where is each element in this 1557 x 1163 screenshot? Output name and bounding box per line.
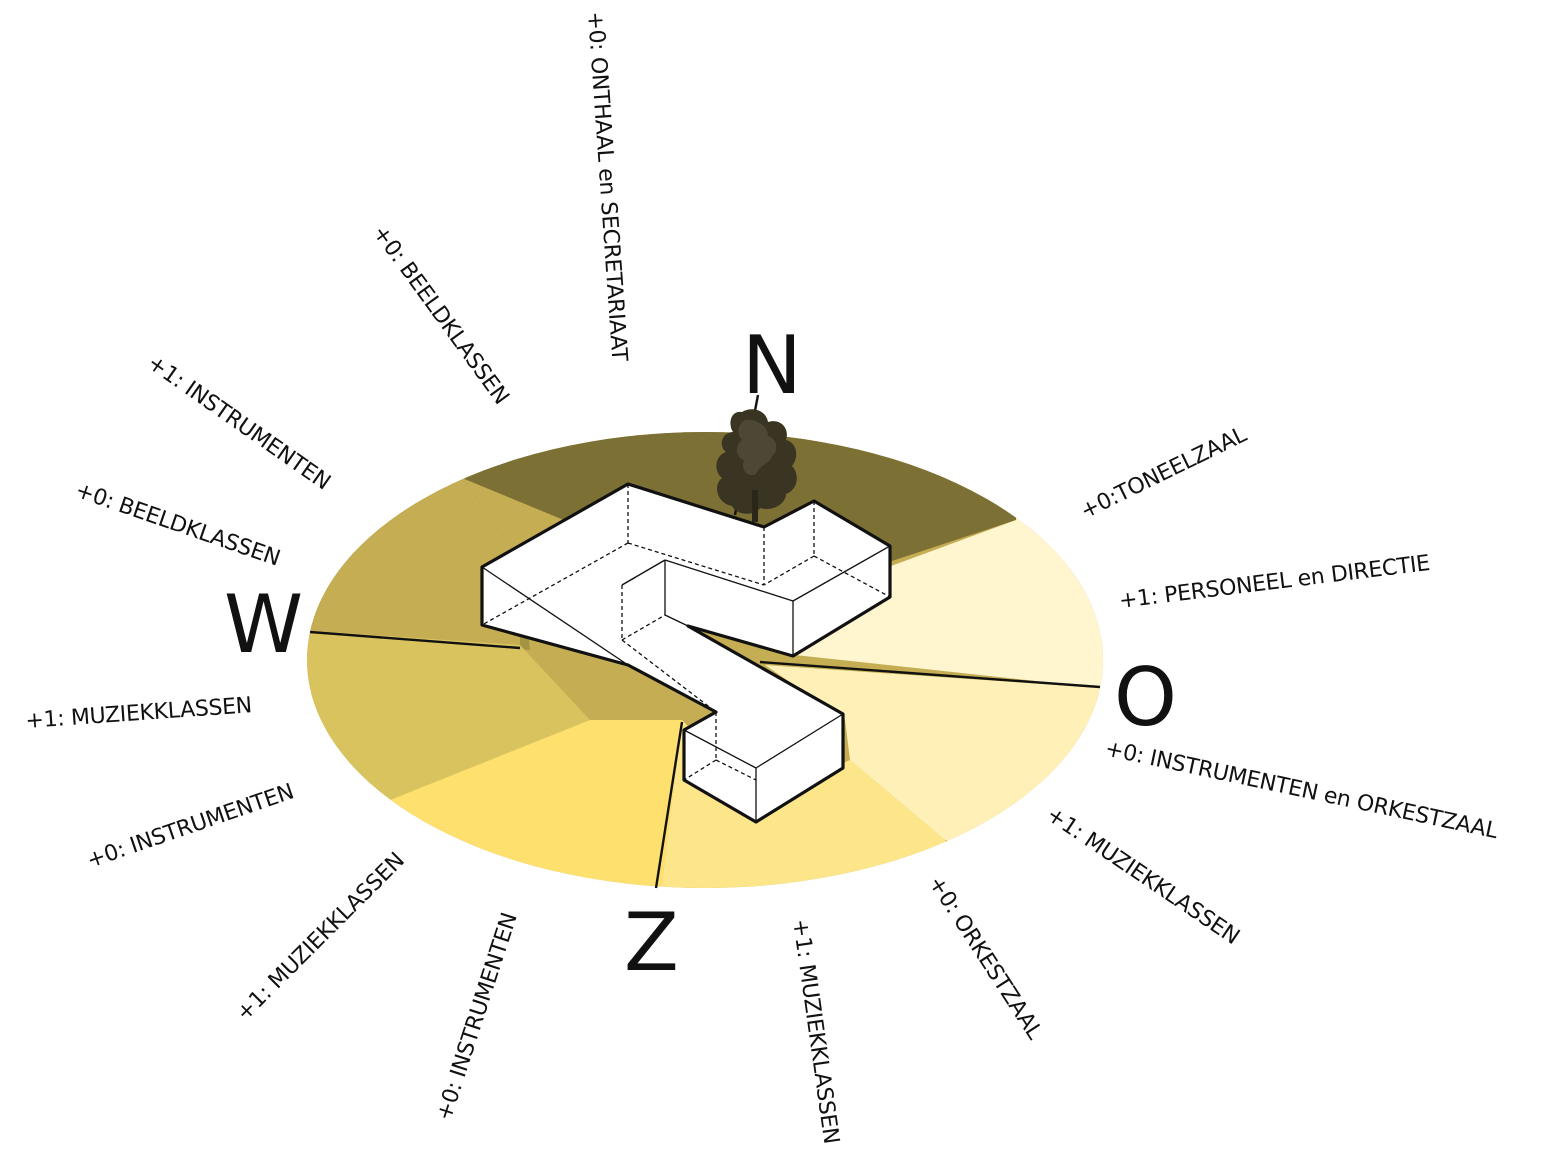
hidden-edges [481,484,891,781]
compass-letters: N O Z W [224,319,1177,989]
label-beeld-w: +0: BEELDKLASSEN [72,478,283,572]
west-line [309,630,521,650]
label-onthaal: +0: ONTHAAL en SECRETARIAAT [582,11,631,363]
label-orkest-s: +0: ORKESTZAAL [923,872,1047,1045]
sector-west-lower [307,630,590,800]
inner-top-edge [621,559,666,586]
label-instr-sw: +0: INSTRUMENTEN [84,779,297,873]
building-volume [480,482,892,824]
label-instr-orkest-e: +0: INSTRUMENTEN en ORKESTZAAL [1103,736,1501,844]
label-muziek-s: +1: MUZIEKKLASSEN [787,917,843,1145]
label-muziek-se: +1: MUZIEKKLASSEN [1042,802,1244,950]
south-line [654,721,684,889]
east-line [759,660,1101,689]
tree-trunk [752,490,758,522]
compass-east: O [1114,651,1177,744]
label-beeld-top: +0: BEELDKLASSEN [367,221,513,409]
sector-south [660,720,960,888]
tree-icon [716,409,797,522]
label-muziek-sw: +1: MUZIEKKLASSEN [232,848,410,1026]
label-instr-nw: +1: INSTRUMENTEN [143,350,335,495]
label-personeel-e: +1: PERSONEEL en DIRECTIE [1118,551,1432,614]
compass-west: W [224,578,303,671]
building-outline [480,482,892,824]
tree-crown-shade [736,419,777,476]
label-muziek-w: +1: MUZIEKKLASSEN [25,693,253,734]
compass-north: N [742,319,802,412]
label-toneel-ne: +0:TONEELZAAL [1077,422,1252,524]
label-instr-s: +0: INSTRUMENTEN [432,910,523,1124]
building-footprint-fill [482,484,890,822]
compass-south: Z [624,896,679,989]
